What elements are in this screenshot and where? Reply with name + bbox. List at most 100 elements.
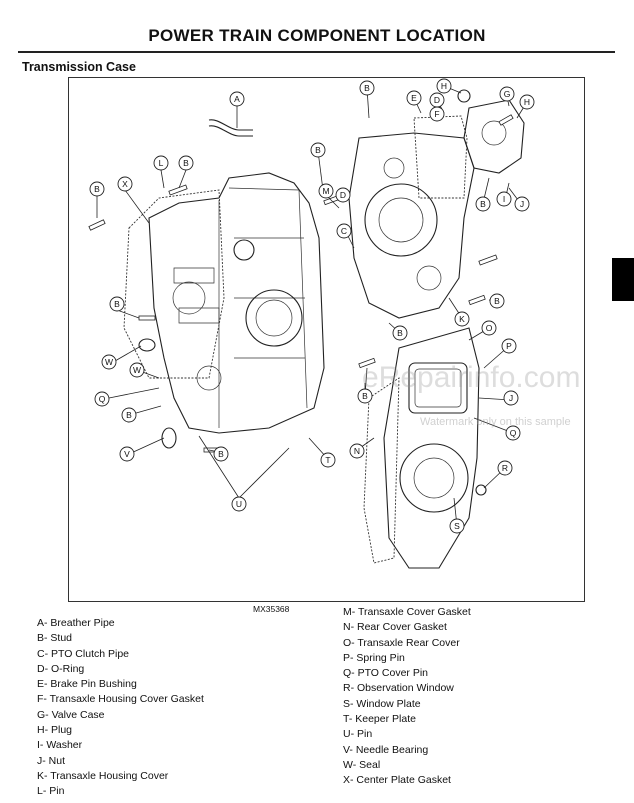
svg-text:O: O [486,323,493,333]
callout-p: P [501,338,517,354]
legend-item: S- Window Plate [343,697,421,710]
callout-j: J [503,390,519,406]
callout-b: B [213,446,229,462]
svg-text:G: G [504,89,511,99]
legend-item: W- Seal [343,758,381,771]
callout-f: F [429,106,445,122]
svg-text:B: B [364,83,370,93]
legend-item: L- Pin [37,785,65,798]
valve-case-drawing [463,99,525,174]
callout-h: H [436,78,452,94]
svg-text:V: V [124,449,130,459]
legend-item: H- Plug [37,724,73,737]
legend-item: I- Washer [37,739,83,752]
svg-text:U: U [236,499,242,509]
svg-text:A: A [234,94,240,104]
exploded-view-figure: A L B X B B W W Q B V B U T B M D C B E … [68,77,585,602]
svg-text:J: J [509,393,513,403]
legend-item: B- Stud [37,632,73,645]
callout-c: C [336,223,352,239]
callout-n: N [349,443,365,459]
transaxle-rear-cover-drawing [383,327,480,569]
legend-item: E- Brake Pin Bushing [37,678,137,691]
svg-text:B: B [315,145,321,155]
legend-item: K- Transaxle Housing Cover [37,769,169,782]
legend-item: M- Transaxle Cover Gasket [343,606,471,618]
callout-q: Q [505,425,521,441]
svg-text:B: B [183,158,189,168]
svg-text:W: W [133,365,141,375]
callout-b: B [357,388,373,404]
section-heading: Transmission Case [22,60,136,74]
legend-item: V- Needle Bearing [343,743,429,756]
callout-m: M [318,183,334,199]
plug-drawing [457,89,471,103]
callout-q: Q [94,391,110,407]
svg-text:N: N [354,446,360,456]
legend-item: O- Transaxle Rear Cover [343,636,460,649]
page-title: POWER TRAIN COMPONENT LOCATION [148,26,486,45]
svg-text:B: B [494,296,500,306]
svg-text:L: L [159,158,164,168]
legend-item: U- Pin [343,728,373,741]
callout-t: T [320,452,336,468]
svg-text:H: H [441,81,447,91]
svg-text:F: F [434,109,439,119]
section-tab-marker [612,258,634,301]
seal-drawing [138,338,156,352]
callout-i: I [496,191,512,207]
legend-right: M- Transaxle Cover Gasket N- Rear Cover … [343,605,471,789]
callout-b: B [392,325,408,341]
svg-text:K: K [459,314,465,324]
callout-b: B [359,80,375,96]
svg-text:X: X [122,179,128,189]
legend-item: T- Keeper Plate [343,713,416,726]
legend-item: Q- PTO Cover Pin [343,667,428,680]
callout-b: B [121,407,137,423]
callout-w: W [129,362,145,378]
callout-g: G [499,86,515,102]
svg-text:S: S [454,521,460,531]
svg-text:J: J [520,199,524,209]
callout-b: B [475,196,491,212]
callout-b: B [489,293,505,309]
svg-text:I: I [503,194,505,204]
callout-x: X [117,176,133,192]
callout-o: O [481,320,497,336]
legend-item: G- Valve Case [37,708,105,721]
svg-text:B: B [362,391,368,401]
watermark-text: eRepairinfo.com [362,361,581,394]
needle-bearing-drawing [161,427,177,449]
svg-text:Q: Q [99,394,106,404]
callout-b: B [109,296,125,312]
transaxle-housing-drawing [148,172,325,434]
svg-text:B: B [218,449,224,459]
legend-item: R- Observation Window [343,682,454,695]
exploded-view-drawing: A L B X B B W W Q B V B U T B M D C B E … [88,78,535,569]
callout-d: D [335,187,351,203]
transaxle-housing-cover-drawing [348,132,475,319]
svg-text:B: B [114,299,120,309]
svg-text:B: B [480,199,486,209]
legend-item: X- Center Plate Gasket [343,774,451,787]
callout-b: B [310,142,326,158]
title-rule [18,51,615,53]
callout-h: H [519,94,535,110]
svg-text:B: B [94,184,100,194]
svg-text:P: P [506,341,512,351]
observation-window-drawing [475,484,487,496]
legend-left: A- Breather Pipe B- Stud C- PTO Clutch P… [37,616,204,800]
legend-item: A- Breather Pipe [37,617,115,629]
breather-pipe-drawing [208,119,253,131]
rear-cover-gasket-drawing [363,377,400,564]
svg-text:B: B [397,328,403,338]
callout-r: R [497,460,513,476]
callout-b: B [178,155,194,171]
callout-k: K [454,311,470,327]
callout-d: D [429,92,445,108]
callout-u: U [231,496,247,512]
svg-text:W: W [105,357,113,367]
callout-a: A [229,91,245,107]
legend-item: C- PTO Clutch Pipe [37,647,130,660]
svg-text:R: R [502,463,508,473]
